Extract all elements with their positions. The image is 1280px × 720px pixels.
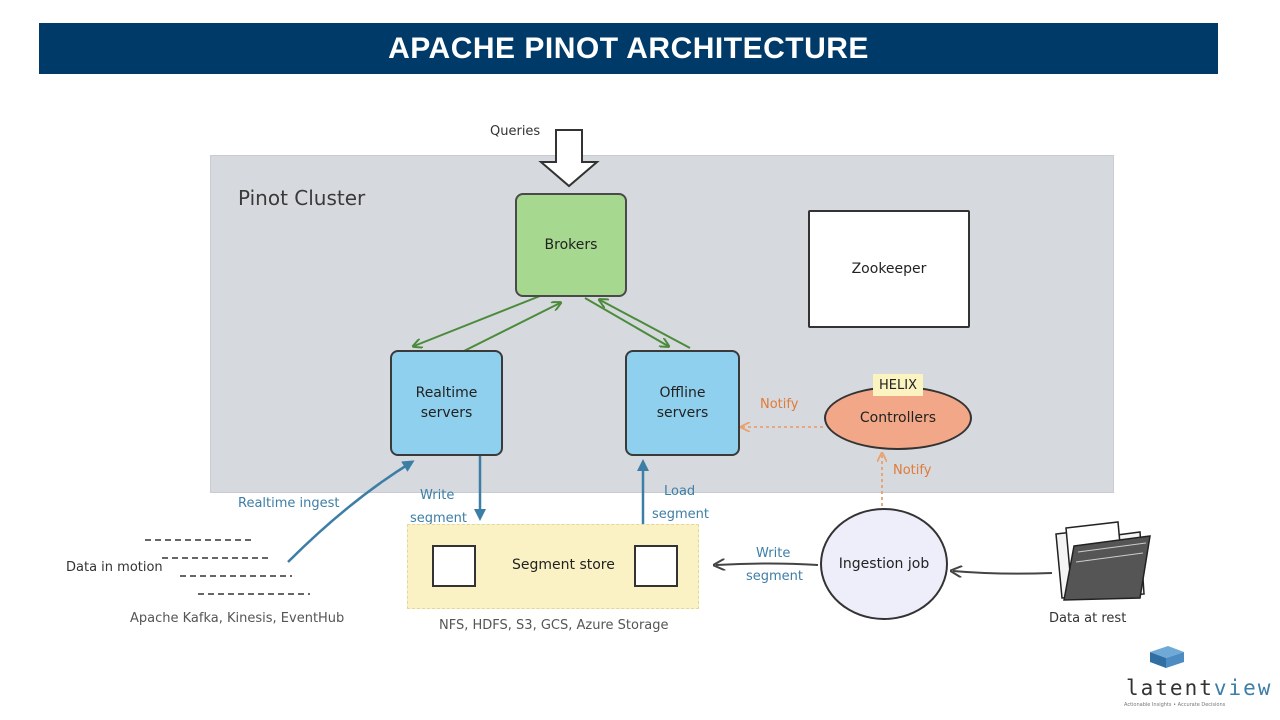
offline-label-line2: servers xyxy=(656,405,709,421)
ingestion-job-label: Ingestion job xyxy=(838,556,930,572)
offline-servers-node: Offline servers xyxy=(625,350,740,456)
write-segment-label-2: Write xyxy=(756,546,791,561)
latentview-logo-icon xyxy=(1150,646,1184,668)
load-segment-label: Load xyxy=(664,484,696,499)
load-segment-label-b: segment xyxy=(652,507,710,522)
folder-icon xyxy=(1055,521,1151,601)
offline-label-line1: Offline xyxy=(659,384,706,401)
data-in-motion-stream xyxy=(145,539,310,595)
segment-square-right xyxy=(634,545,678,587)
brokers-node: Brokers xyxy=(515,193,627,297)
brokers-label: Brokers xyxy=(544,237,598,253)
zookeeper-node: Zookeeper xyxy=(808,210,970,328)
logo-word-b: view xyxy=(1213,676,1273,700)
write-segment-label-1: Write xyxy=(420,488,455,503)
segment-store-label: Segment store xyxy=(512,557,615,573)
realtime-servers-node: Realtime servers xyxy=(390,350,503,456)
notify-offline-label: Notify xyxy=(760,397,799,412)
cluster-title: Pinot Cluster xyxy=(238,186,366,210)
controllers-node: Controllers xyxy=(824,386,972,450)
data-at-rest-arrow xyxy=(953,571,1053,574)
notify-controllers-label: Notify xyxy=(893,463,932,478)
realtime-label-line2: servers xyxy=(420,405,473,421)
logo-tagline: Actionable Insights • Accurate Decisions xyxy=(1124,702,1226,708)
realtime-label-line1: Realtime xyxy=(415,384,478,401)
ingestion-job-node: Ingestion job xyxy=(820,508,948,620)
helix-tag: HELIX xyxy=(873,374,923,396)
write-segment-label-2b: segment xyxy=(746,569,804,584)
logo-word-a: latent xyxy=(1126,676,1214,700)
zookeeper-label: Zookeeper xyxy=(851,261,927,277)
write-segment-arrow-ingest xyxy=(716,564,819,566)
segment-square-left xyxy=(432,545,476,587)
page-title: APACHE PINOT ARCHITECTURE xyxy=(39,23,1218,74)
streams-label: Apache Kafka, Kinesis, EventHub xyxy=(130,611,345,626)
logo-wordmark: latentview xyxy=(1126,676,1272,700)
data-at-rest-label: Data at rest xyxy=(1049,611,1127,626)
realtime-ingest-label: Realtime ingest xyxy=(238,496,340,511)
write-segment-label-1b: segment xyxy=(410,511,468,526)
storage-label: NFS, HDFS, S3, GCS, Azure Storage xyxy=(439,618,669,633)
controllers-label: Controllers xyxy=(859,410,937,426)
queries-label: Queries xyxy=(490,124,541,139)
data-in-motion-label: Data in motion xyxy=(66,560,163,575)
